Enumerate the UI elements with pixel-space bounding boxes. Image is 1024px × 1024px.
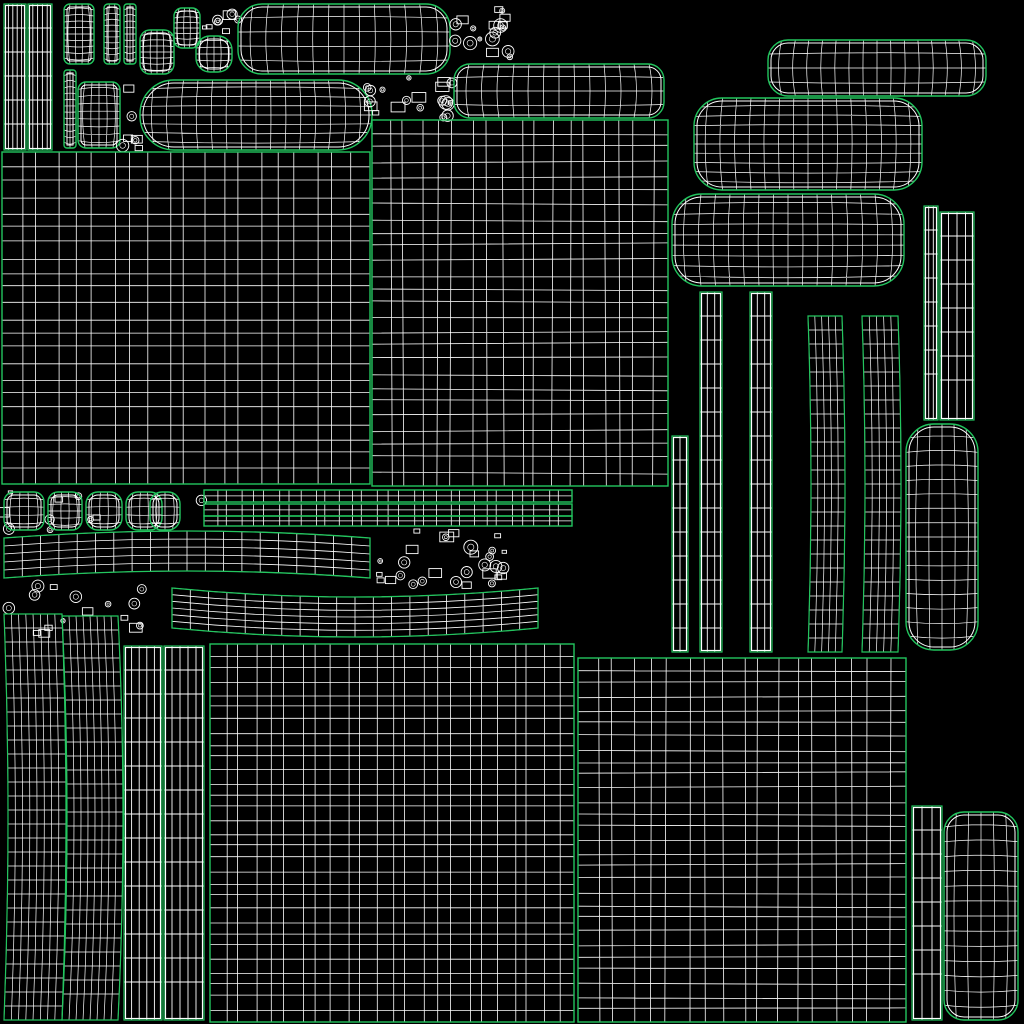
panel-large-2 [371,119,669,487]
rail-right-2 [939,211,975,421]
piece-row-e [149,491,181,531]
strip-horizontal-1 [203,489,573,503]
rail-right-5 [749,291,773,653]
band-belt-2 [171,587,539,638]
leg-strip-bottom-3 [123,645,163,1021]
small-parts-top-2 [115,84,143,153]
cushion-right-1 [693,97,923,191]
piece-row-d [125,491,163,531]
panel-large-3 [209,643,575,1023]
rail-right-3 [671,435,689,653]
cushion-top-2 [139,79,373,151]
piece-row-a [3,491,45,531]
cushion-top-3 [453,63,665,119]
band-belt-1 [3,530,371,579]
rail-right-6 [807,315,846,653]
piece-mid-b [63,69,77,149]
cushion-right-4 [943,811,1019,1021]
panel-large-4 [577,657,907,1023]
piece-row-b [47,491,83,531]
small-parts-top-1 [202,8,243,35]
piece-top-a [63,3,95,65]
piece-row-c [85,491,123,531]
cushion-top-4 [767,39,987,97]
leg-strip-top-1 [3,3,27,151]
cushion-right-3 [905,423,979,651]
rail-right-1 [923,205,939,421]
small-parts-top-3 [449,6,515,61]
piece-top-b [103,3,121,65]
piece-top-c [123,3,137,65]
leg-strip-top-2 [27,3,53,151]
piece-top-f [195,35,233,73]
small-parts-top-4 [362,75,458,122]
rail-right-8 [911,805,943,1021]
piece-mid-a [77,81,121,149]
piece-top-d [139,29,175,75]
leg-strip-bottom-2 [61,615,124,1021]
strip-horizontal-2 [203,503,573,517]
piece-top-e [173,7,201,49]
rail-right-4 [699,291,723,653]
strip-horizontal-3 [203,515,573,527]
panel-large-1 [1,151,371,485]
small-parts-bottom-1 [2,579,147,638]
leg-strip-bottom-4 [163,645,205,1021]
leg-strip-bottom-1 [3,613,67,1021]
cushion-top-1 [237,3,451,75]
cushion-right-2 [671,193,905,287]
small-parts-mid-2 [376,528,510,590]
rail-right-7 [861,315,902,653]
